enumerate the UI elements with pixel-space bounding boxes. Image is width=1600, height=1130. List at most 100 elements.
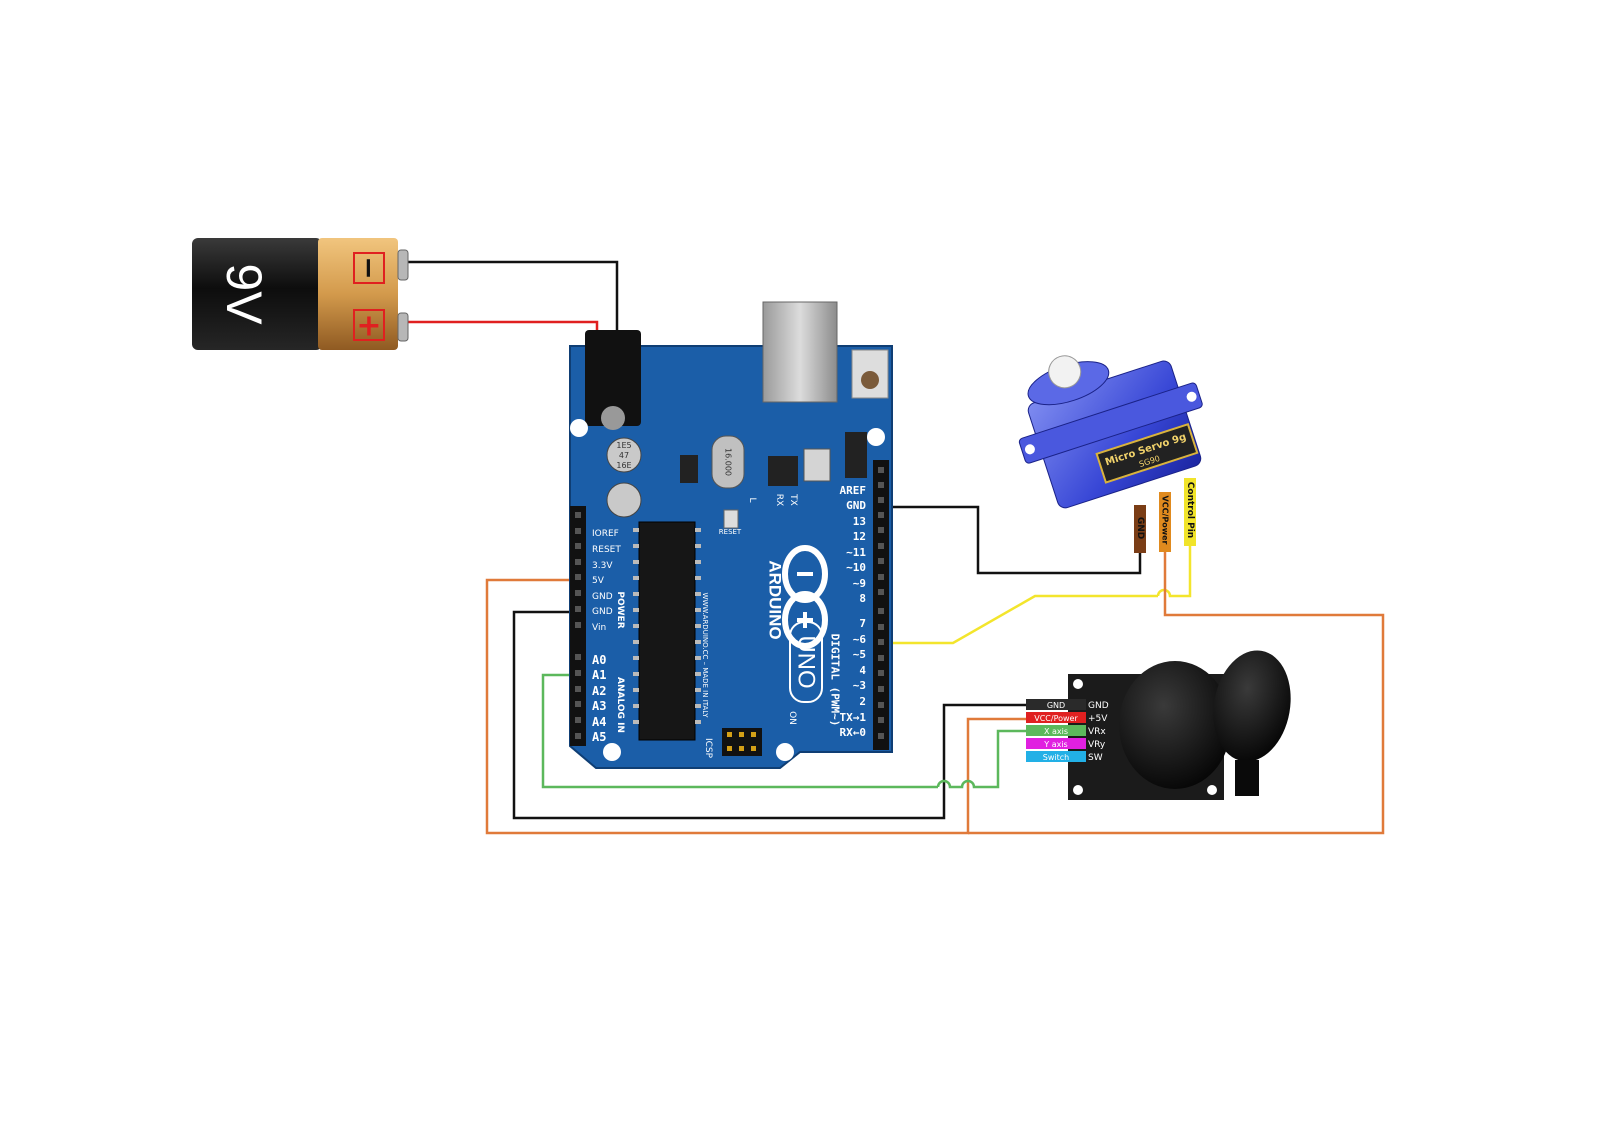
servo-wire-vcc [1159,492,1171,552]
digital-header-label: DIGITAL (PWM~) [829,634,842,727]
joystick-wire-xaxis [1026,725,1086,736]
joystick-wire-vcc [1026,712,1086,723]
wire-battery-positive [400,320,599,332]
cap-label-2: 47 [619,451,629,460]
usb-connector [762,301,838,403]
pin-rx0: RX←0 [840,726,867,739]
pin-gnd-digital: GND [846,499,866,512]
micro-servo: Micro Servo 9g SG90 GND VCC/Power Contro… [1018,355,1203,553]
joystick-pin-vrx: VRx [1088,727,1106,737]
joystick-pin-sw: SW [1088,753,1103,763]
servo-wire-gnd [1134,505,1146,553]
on-label: ON [787,711,797,725]
l-label: L [747,497,757,502]
pin-9: ~9 [853,577,866,590]
battery-minus-sign: − [353,256,386,279]
servo-wire-control [1184,478,1196,546]
wire-joystick-gnd [512,610,1026,820]
servo-label-plate [1095,422,1199,484]
wire-servo-gnd [886,505,1142,575]
pin-a4: A4 [592,715,606,729]
wire-servo-control [880,594,1158,645]
servo-wire-label-gnd: GND [1135,517,1145,539]
power-header-label: POWER [615,591,625,628]
barrel-jack [585,330,641,426]
atmega-chip [638,521,696,741]
pin-ioref: IOREF [592,529,619,539]
wire-servo-control-hop [1156,545,1192,598]
capacitors: 1E5 47 16E [606,437,642,518]
reset-button [851,349,889,399]
wires [400,260,1385,835]
arduino-model: UNO [793,635,820,688]
cap-label-1: 1E5 [616,441,631,450]
pin-6: ~6 [853,633,867,646]
pin-3v3: 3.3V [592,561,613,571]
analog-pin-labels: A0 A1 A2 A3 A4 A5 [592,653,606,744]
arduino-uno-board: 1E5 47 16E 16.000 [569,301,893,769]
pin-2: 2 [859,695,866,708]
pin-reset: RESET [592,545,621,555]
joystick-wire-switch [1026,751,1086,762]
pin-gnd-2: GND [592,607,613,617]
battery-label: 9V [216,263,272,325]
pin-tx1: TX→1 [840,711,867,724]
arduino-brand: ARDUINO [766,560,785,639]
joystick-label-gnd: GND [1047,701,1065,710]
joystick-pin-5v: +5V [1088,714,1108,724]
wire-servo-vcc [968,552,1385,835]
pin-10: ~10 [846,561,866,574]
joystick-wire-gnd [1026,699,1086,710]
joystick-wire-yaxis [1026,738,1086,749]
joystick-module: GND VCC/Power X axis Y axis Switch GND +… [1026,650,1291,800]
pin-12: 12 [853,530,866,543]
joystick-label-xaxis: X axis [1044,727,1068,736]
wire-5v-supply [485,578,1026,835]
crystal-oscillator [711,435,745,489]
crystal-label: 16.000 [724,448,733,476]
pin-aref: AREF [840,484,867,497]
pin-a0: A0 [592,653,606,667]
pin-5: ~5 [853,648,866,661]
reset-label: RESET [719,528,742,536]
pin-a3: A3 [592,699,606,713]
joystick-label-yaxis: Y axis [1043,740,1067,749]
battery-plus-box [353,309,385,341]
pin-7: 7 [859,617,866,630]
battery-plus-sign: + [356,309,381,344]
tx-label: TX [788,493,798,506]
pin-a2: A2 [592,684,606,698]
pin-a5: A5 [592,730,606,744]
servo-wire-label-control: Control Pin [1185,482,1195,538]
arduino-logo [782,545,828,649]
joystick-pin-vry: VRy [1088,740,1106,750]
wire-battery-negative [400,260,619,330]
icsp-label: ICSP [703,738,713,759]
joystick-label-switch: Switch [1043,753,1069,762]
usb-chip [768,456,798,486]
joystick-pin-gnd: GND [1088,701,1109,711]
cap-label-3: 16E [616,461,631,470]
rx-label: RX [774,494,784,506]
power-pin-labels: IOREF RESET 3.3V 5V GND GND Vin [592,529,621,633]
pin-a1: A1 [592,668,606,682]
servo-wire-label-vcc: VCC/Power [1161,496,1170,545]
joystick-label-vcc: VCC/Power [1034,714,1078,723]
battery-minus-box [353,252,385,284]
wire-joystick-xaxis-hop [936,729,1026,789]
pin-5v: 5V [592,576,605,586]
pin-3: ~3 [853,679,866,692]
wire-joystick-xaxis [541,673,938,789]
digital-pin-labels: AREF GND 13 12 ~11 ~10 ~9 8 7 ~6 ~5 4 ~3… [840,484,867,739]
pin-4: 4 [859,664,866,677]
analog-header-label: ANALOG IN [615,677,625,733]
battery-9v: 9V − + [192,238,409,350]
pin-11: ~11 [846,546,866,559]
pin-13: 13 [853,515,866,528]
arduino-made-in: WWW.ARDUINO.CC – MADE IN ITALY [701,592,709,718]
pin-gnd-1: GND [592,592,613,602]
pin-8: 8 [859,592,866,605]
pin-vin: Vin [592,623,606,633]
digital-header [873,460,889,750]
